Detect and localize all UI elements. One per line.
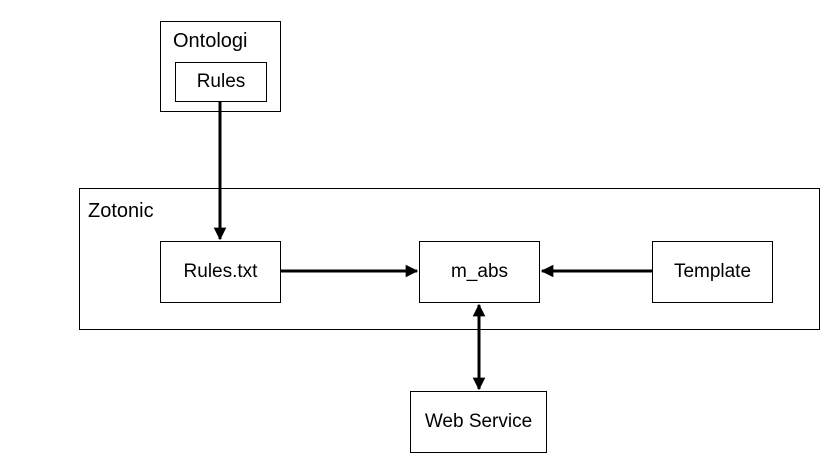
zotonic-label: Zotonic <box>88 200 154 222</box>
rules-label: Rules <box>196 71 246 92</box>
web-service-node: Web Service <box>410 391 547 453</box>
web-service-label: Web Service <box>424 411 533 432</box>
ontologi-label: Ontologi <box>173 30 248 52</box>
template-node: Template <box>652 241 773 303</box>
template-label: Template <box>673 261 752 282</box>
rules-node: Rules <box>175 62 267 102</box>
m-abs-label: m_abs <box>450 261 509 282</box>
rules-txt-node: Rules.txt <box>160 241 281 303</box>
rules-txt-label: Rules.txt <box>183 261 258 282</box>
m-abs-node: m_abs <box>419 241 540 303</box>
